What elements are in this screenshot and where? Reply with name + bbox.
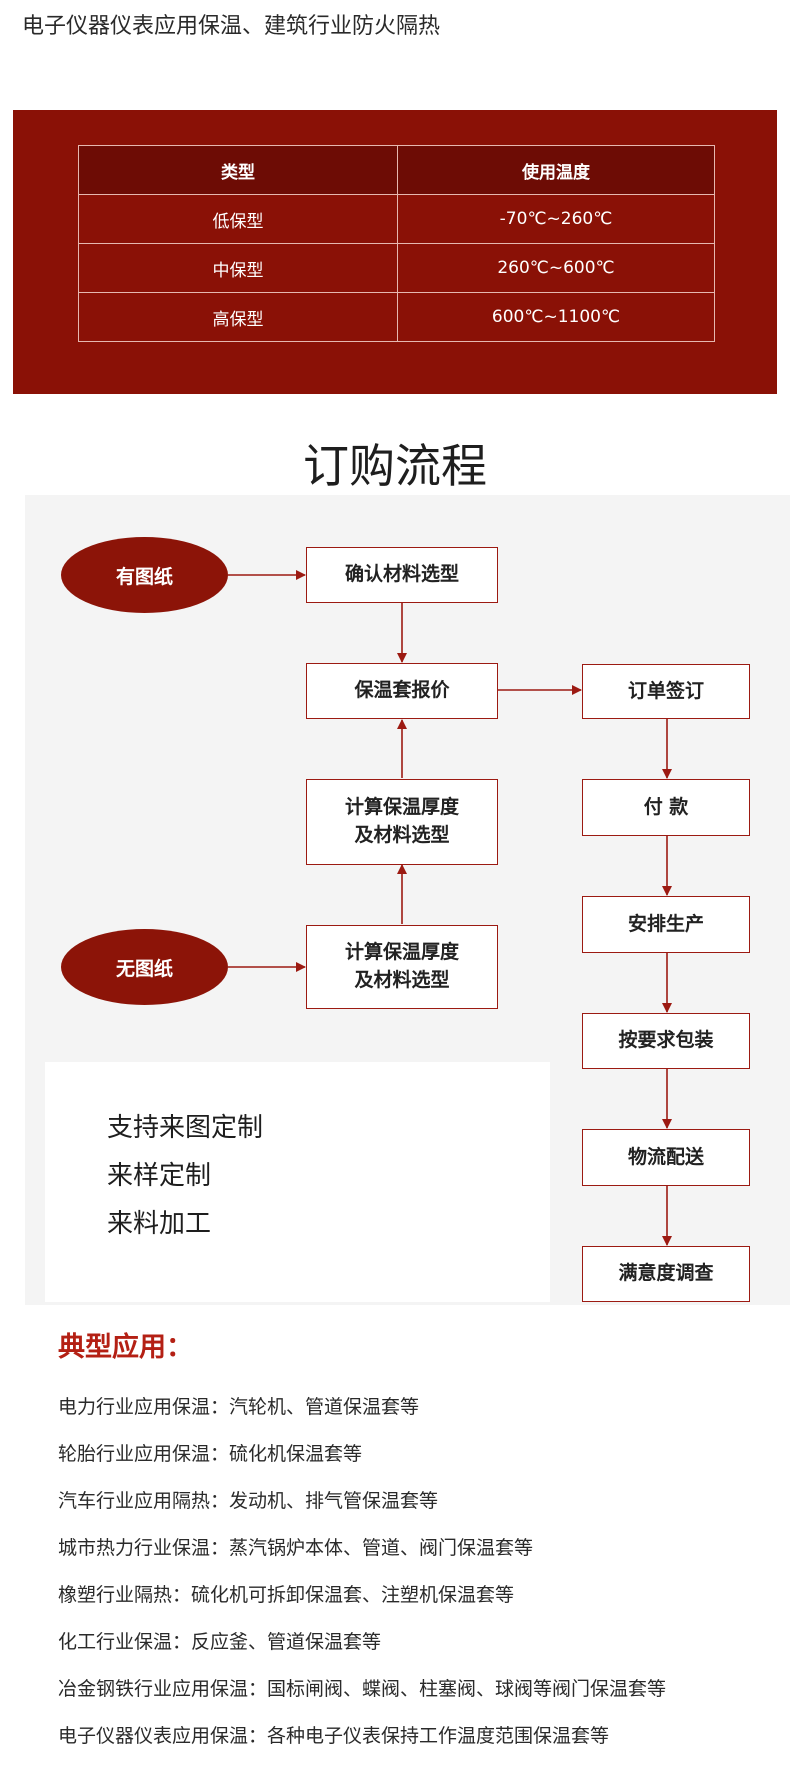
application-item: 橡塑行业隔热：硫化机可拆卸保温套、注塑机保温套等 [58, 1584, 515, 1606]
oval-without-drawing: 无图纸 [61, 929, 228, 1005]
application-item: 电子仪器仪表应用保温：各种电子仪表保持工作温度范围保温套等 [58, 1725, 610, 1747]
note-custom-sample: 来样定制 [107, 1161, 212, 1191]
column-header-type: 类型 [78, 145, 398, 195]
application-item: 轮胎行业应用保温：硫化机保温套等 [58, 1443, 363, 1465]
table-cell-temperature: 600℃~1100℃ [397, 292, 715, 342]
custom-options-box: 支持来图定制 来样定制 来料加工 [45, 1062, 550, 1302]
step-satisfaction-survey: 满意度调查 [582, 1246, 750, 1302]
step-production: 安排生产 [582, 896, 750, 953]
table-row: 高保型 600℃~1100℃ [78, 292, 715, 342]
temperature-table: 类型 使用温度 低保型 -70℃~260℃ 中保型 260℃~600℃ 高保型 … [78, 145, 715, 342]
applications-title: 典型应用： [58, 1332, 193, 1363]
table-cell-temperature: -70℃~260℃ [397, 194, 715, 244]
table-row: 低保型 -70℃~260℃ [78, 194, 715, 244]
note-custom-drawing: 支持来图定制 [107, 1113, 264, 1143]
application-item: 电力行业应用保温：汽轮机、管道保温套等 [58, 1396, 420, 1418]
application-item: 汽车行业应用隔热：发动机、排气管保温套等 [58, 1490, 439, 1512]
step-packaging: 按要求包装 [582, 1013, 750, 1069]
table-row: 中保型 260℃~600℃ [78, 243, 715, 293]
step-logistics: 物流配送 [582, 1129, 750, 1186]
subtitle-line: 电子仪器仪表应用保温、建筑行业防火隔热 [22, 14, 441, 39]
table-header-row: 类型 使用温度 [78, 145, 715, 195]
step-calc-thickness-lower: 计算保温厚度 及材料选型 [306, 925, 498, 1009]
application-item: 冶金钢铁行业应用保温：国标闸阀、蝶阀、柱塞阀、球阀等阀门保温套等 [58, 1678, 667, 1700]
table-cell-type: 高保型 [78, 292, 398, 342]
step-sign-order: 订单签订 [582, 664, 750, 719]
column-header-temperature: 使用温度 [397, 145, 715, 195]
oval-with-drawing: 有图纸 [61, 537, 228, 613]
table-cell-temperature: 260℃~600℃ [397, 243, 715, 293]
table-cell-type: 中保型 [78, 243, 398, 293]
application-item: 城市热力行业保温：蒸汽锅炉本体、管道、阀门保温套等 [58, 1537, 534, 1559]
step-quote: 保温套报价 [306, 663, 498, 719]
temperature-panel: 类型 使用温度 低保型 -70℃~260℃ 中保型 260℃~600℃ 高保型 … [13, 110, 777, 394]
note-material-processing: 来料加工 [107, 1209, 212, 1239]
step-confirm-material: 确认材料选型 [306, 547, 498, 603]
step-calc-thickness-upper: 计算保温厚度 及材料选型 [306, 779, 498, 865]
step-payment: 付 款 [582, 779, 750, 836]
application-item: 化工行业保温：反应釜、管道保温套等 [58, 1631, 382, 1653]
process-title: 订购流程 [303, 439, 487, 493]
